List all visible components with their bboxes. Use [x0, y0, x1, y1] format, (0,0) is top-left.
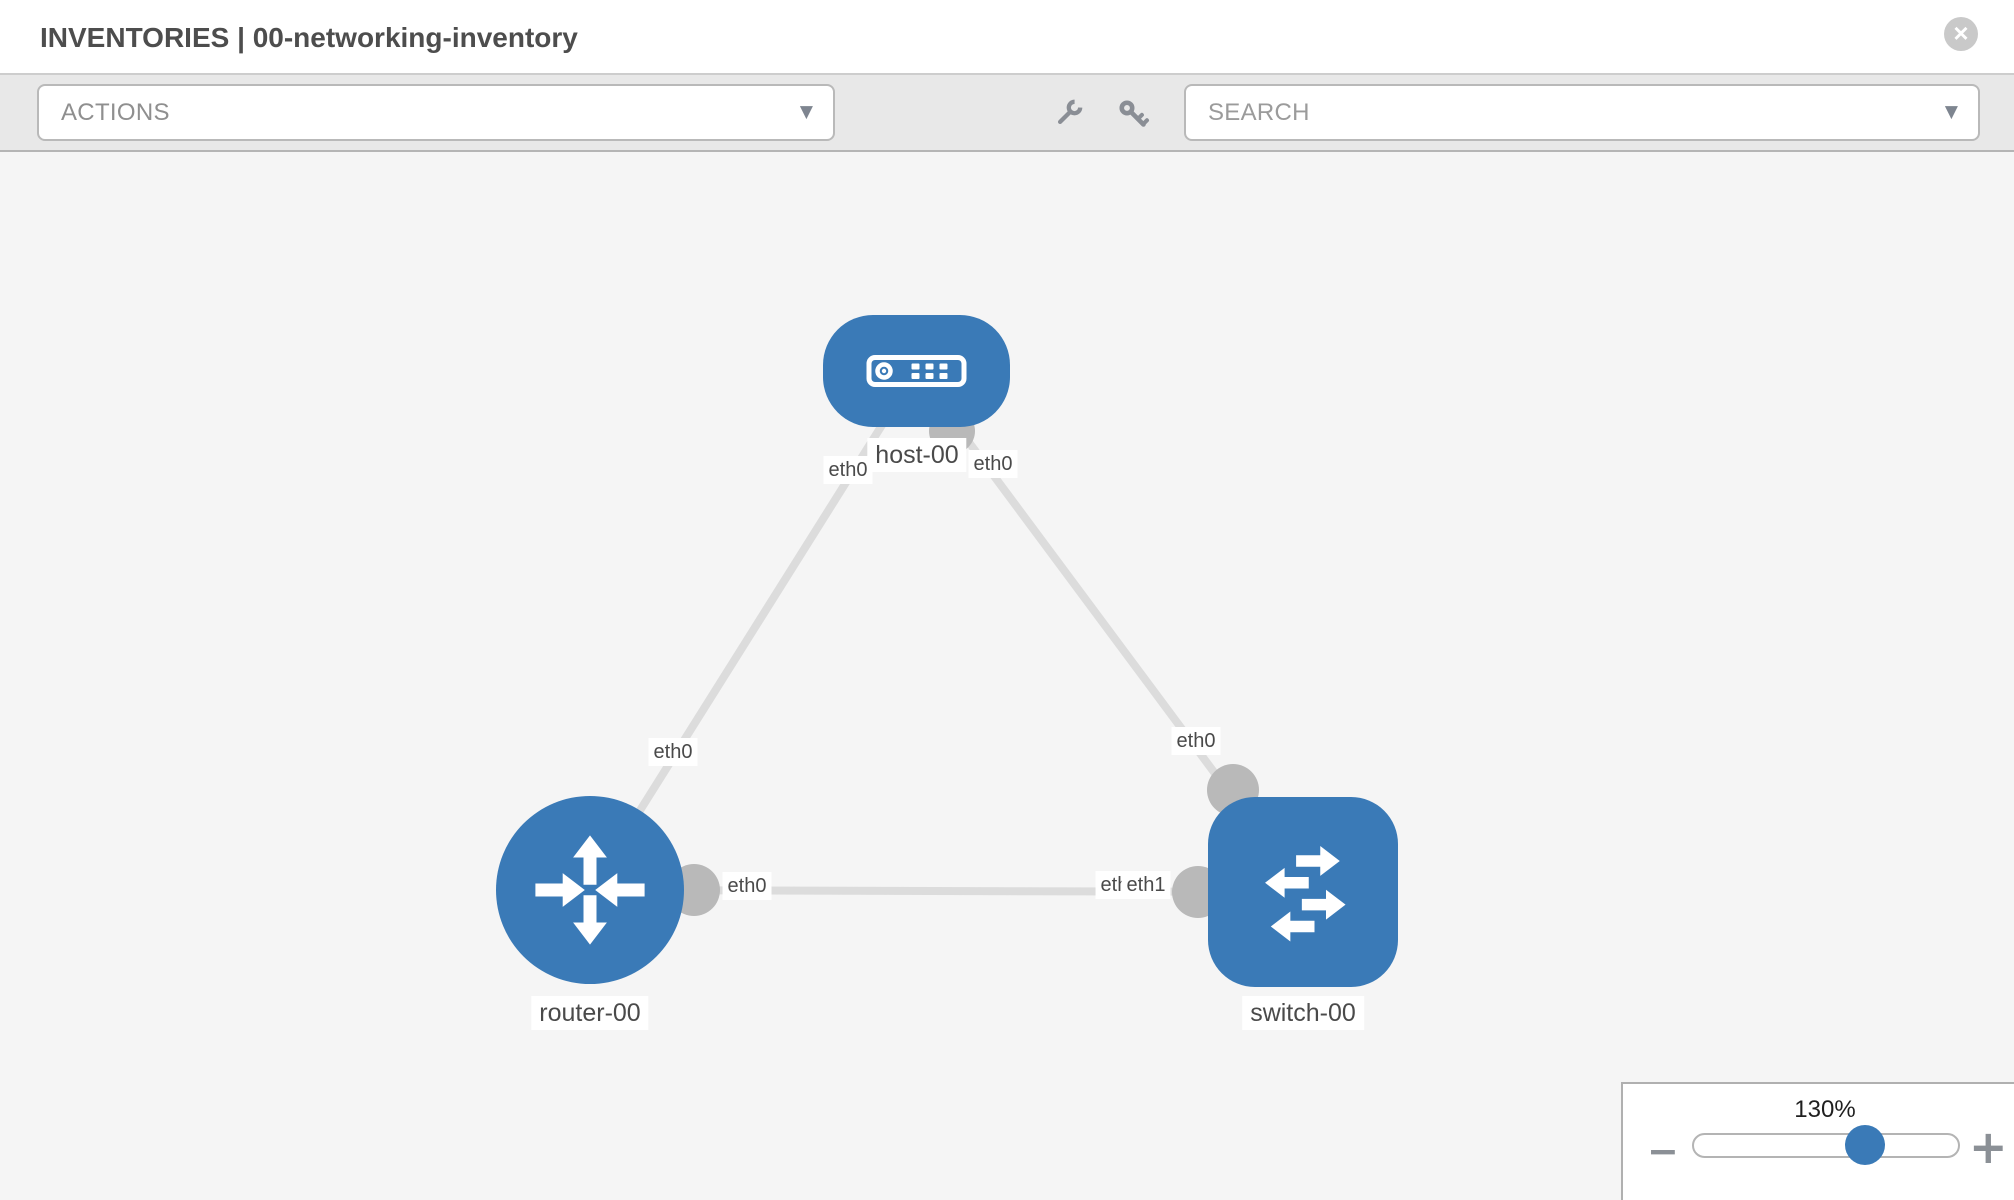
- node-label-host: host-00: [867, 438, 967, 472]
- zoom-level: 130%: [1794, 1096, 1856, 1123]
- node-label-router: router-00: [531, 996, 649, 1030]
- page-title: INVENTORIES | 00-networking-inventory: [40, 22, 578, 53]
- search-placeholder: SEARCH: [1208, 98, 1310, 126]
- zoom-in-button[interactable]: +: [1969, 1124, 2008, 1170]
- wrench-icon: [1057, 99, 1083, 125]
- port-label-link-switch: eth0: [1171, 727, 1221, 755]
- port-label-link-router: eth0: [648, 738, 698, 766]
- minus-icon: −: [1647, 1129, 1679, 1173]
- node-router[interactable]: [496, 796, 684, 984]
- key-icon: [1119, 100, 1149, 127]
- port-label-host-right: eth0: [968, 450, 1018, 478]
- chevron-down-icon: ▼: [1944, 101, 1958, 122]
- port-label-host-left: eth0: [823, 456, 873, 484]
- node-label-switch: switch-00: [1242, 996, 1364, 1030]
- zoom-panel: 130% − +: [1621, 1082, 2014, 1200]
- close-icon: ×: [1953, 17, 1969, 48]
- actions-dropdown-label: ACTIONS: [61, 98, 170, 126]
- port-label-switch-eth1: eth1: [1121, 871, 1171, 899]
- zoom-slider-knob[interactable]: [1845, 1125, 1885, 1165]
- plus-icon: +: [1969, 1120, 2008, 1174]
- topology-canvas[interactable]: eth0 eth0 eth0 eth0 eth0 eth0 eth1 host-…: [0, 152, 2014, 1200]
- port-label-router-right: eth0: [722, 872, 772, 900]
- key-button[interactable]: [1112, 93, 1154, 135]
- host-icon: [866, 355, 967, 387]
- close-button[interactable]: ×: [1944, 17, 1978, 51]
- wrench-button[interactable]: [1047, 93, 1089, 135]
- chevron-down-icon: ▼: [799, 101, 813, 122]
- actions-dropdown[interactable]: ACTIONS ▼: [37, 84, 835, 141]
- toolbar: ACTIONS ▼ SEARCH ▼: [0, 73, 2014, 152]
- search-dropdown[interactable]: SEARCH ▼: [1184, 84, 1980, 141]
- zoom-out-button[interactable]: −: [1647, 1132, 1679, 1170]
- node-switch[interactable]: [1208, 797, 1398, 987]
- zoom-slider-track[interactable]: [1692, 1133, 1960, 1158]
- header: INVENTORIES | 00-networking-inventory ×: [0, 0, 2014, 73]
- node-host[interactable]: [823, 315, 1010, 427]
